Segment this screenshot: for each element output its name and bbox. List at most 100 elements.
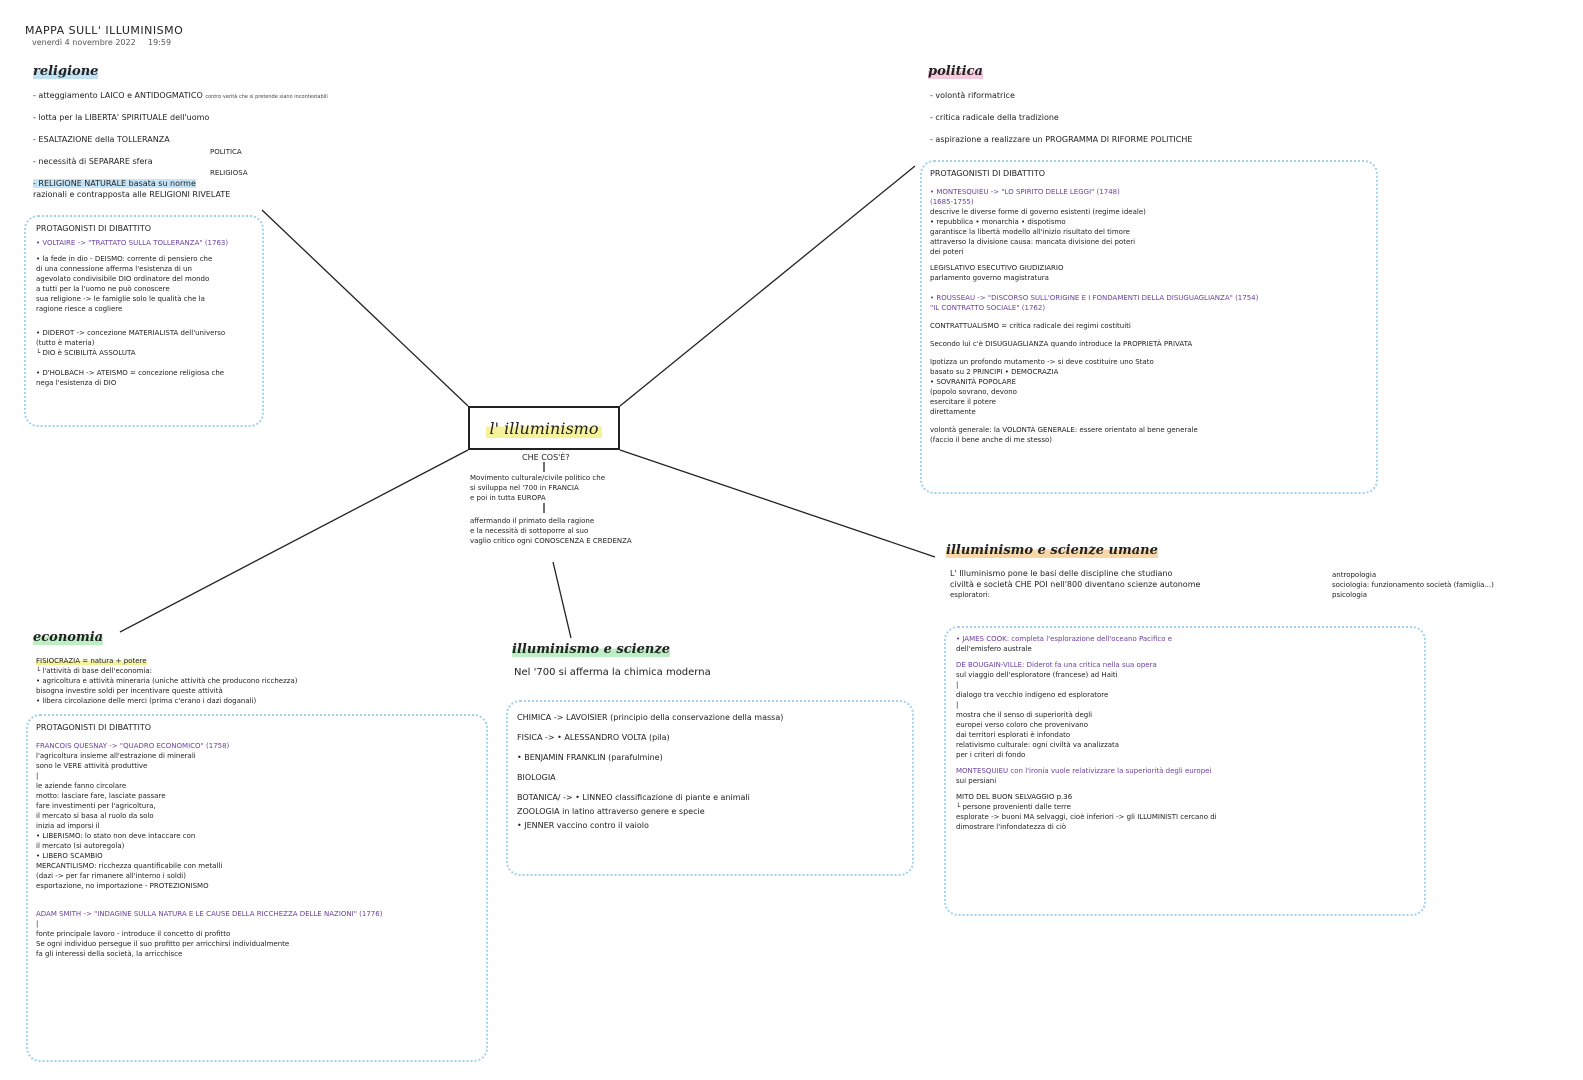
box-line: motto: lasciare fare, lasciate passare	[36, 792, 166, 800]
link-scienze	[552, 561, 572, 639]
religione-point: razionali e contrapposta alle RELIGIONI …	[33, 190, 231, 199]
box-line: esplorate -> buoni MA selvaggi, cioè inf…	[956, 813, 1217, 821]
box-line: Secondo lui c'è DISUGUAGLIANZA quando in…	[930, 340, 1193, 348]
religione-point: - atteggiamento LAICO e ANTIDOGMATICO	[33, 91, 203, 100]
umane-box-content: • JAMES COOK: completa l'esplorazione de…	[956, 634, 1217, 832]
umane-intro-line: civiltà e società CHE POI nell'800 diven…	[950, 580, 1201, 589]
sfera-politica: POLITICA	[210, 148, 242, 156]
box-line: il mercato si basa al ruolo da solo	[36, 812, 154, 820]
box-line: LEGISLATIVO ESECUTIVO GIUDIZIARIO	[930, 264, 1064, 272]
box-line: direttamente	[930, 408, 976, 416]
box-line: • VOLTAIRE -> "TRATTATO SULLA TOLLERANZA…	[36, 239, 229, 247]
box-line: inizia ad imporsi il	[36, 822, 100, 830]
politica-protagonisti-box	[920, 160, 1378, 494]
center-question: CHE COS'È?	[522, 453, 570, 462]
box-header: PROTAGONISTI DI DIBATTITO	[36, 723, 152, 732]
scienze-title-text: illuminismo e scienze	[512, 642, 670, 657]
center-aim-line: e la necessità di sottoporre al suo	[470, 527, 589, 535]
box-line: fa gli interessi della società, la arric…	[36, 950, 183, 958]
box-line: per i criteri di fondo	[956, 751, 1026, 759]
center-aim: affermando il primato della ragione e la…	[470, 516, 632, 546]
box-line: dei poteri	[930, 248, 964, 256]
umane-title-text: illuminismo e scienze umane	[946, 543, 1158, 558]
religione-point: - RELIGIONE NATURALE basata su norme	[33, 178, 328, 189]
box-line: CHIMICA -> LAVOISIER (principio della co…	[517, 713, 784, 722]
religione-point-text: - RELIGIONE NATURALE basata su norme	[33, 179, 196, 188]
dogma-note: contro verità che si pretende siano inco…	[205, 94, 328, 100]
economia-intro-line: FISIOCRAZIA = natura + potere	[36, 656, 297, 666]
economia-protagonisti-box	[26, 714, 488, 1062]
box-line: europei verso coloro che provenivano	[956, 721, 1088, 729]
economia-intro-line: • agricoltura e attività mineraria (unic…	[36, 677, 298, 685]
religione-point: - ESALTAZIONE della TOLLERANZA	[33, 135, 170, 144]
umane-disciplines: antropologia sociologia: funzionamento s…	[1332, 570, 1494, 600]
box-line: fare investimenti per l'agricoltura,	[36, 802, 156, 810]
box-line: (1685-1755)	[930, 198, 974, 206]
box-line: Se ogni individuo persegue il suo profit…	[36, 940, 290, 948]
religione-points: - atteggiamento LAICO e ANTIDOGMATICO co…	[33, 90, 328, 200]
box-line: • D'HOLBACH -> ATEISMO = concezione reli…	[36, 369, 225, 377]
box-line: mostra che il senso di superiorità degli	[956, 711, 1093, 719]
politica-points: - volontà riformatrice - critica radical…	[930, 90, 1192, 145]
page-time: 19:59	[148, 38, 172, 47]
box-line: ZOOLOGIA in latino attraverso genere e s…	[517, 807, 705, 816]
box-line: sui persiani	[956, 777, 997, 785]
page-date: venerdì 4 novembre 2022	[32, 38, 136, 47]
page-title: MAPPA SULL' ILLUMINISMO	[25, 24, 184, 37]
link-religione	[261, 209, 469, 407]
box-line: MITO DEL BUON SELVAGGIO p.36	[956, 793, 1073, 801]
discipline-item: antropologia	[1332, 571, 1377, 579]
economia-intro: FISIOCRAZIA = natura + potere └ l'attivi…	[36, 656, 297, 706]
center-aim-line: affermando il primato della ragione	[470, 517, 595, 525]
box-line: FISICA -> • ALESSANDRO VOLTA (pila)	[517, 733, 670, 742]
economia-intro-line: bisogna investire soldi per incentivare …	[36, 687, 223, 695]
box-line: • la fede in dio - DEISMO: corrente di p…	[36, 255, 213, 263]
box-line: il mercato (si autoregola)	[36, 842, 125, 850]
box-line: attraverso la divisione causa: mancata d…	[930, 238, 1136, 246]
scienze-box	[506, 700, 914, 876]
box-line: relativismo culturale: ogni civiltà va a…	[956, 741, 1120, 749]
sfera-religiosa: RELIGIOSA	[210, 169, 248, 177]
box-line: └ DIO è SCIBILITÀ ASSOLUTA	[36, 349, 136, 357]
fisiocrazia-text: FISIOCRAZIA = natura + potere	[36, 657, 147, 665]
umane-intro: L' Illuminismo pone le basi delle discip…	[950, 568, 1200, 600]
box-line: |	[956, 681, 959, 689]
box-line: BIOLOGIA	[517, 773, 556, 782]
box-line: nega l'esistenza di DIO	[36, 379, 117, 387]
politica-point: - aspirazione a realizzare un PROGRAMMA …	[930, 135, 1193, 144]
box-line: a tutti per la l'uomo ne può conoscere	[36, 285, 170, 293]
box-line: • LIBERO SCAMBIO	[36, 852, 103, 860]
umane-title: illuminismo e scienze umane	[946, 543, 1158, 558]
box-line-text: • JAMES COOK: completa l'esplorazione de…	[956, 635, 1173, 643]
religione-title-text: religione	[33, 64, 99, 79]
link-umane	[619, 449, 936, 558]
economia-intro-line: • libera circolazione delle merci (prima…	[36, 697, 257, 705]
politica-box-content: PROTAGONISTI DI DIBATTITO • MONTESQUIEU …	[930, 168, 1258, 445]
box-line: di una connessione afferma l'esistenza d…	[36, 265, 192, 273]
box-line: |	[36, 772, 39, 780]
box-line: le aziende fanno circolare	[36, 782, 127, 790]
box-line: dell'emisfero australe	[956, 645, 1032, 653]
box-line: ragione riesce a cogliere	[36, 305, 123, 313]
center-aim-line: vaglio critico ogni CONOSCENZA E CREDENZ…	[470, 537, 632, 545]
box-line: FRANCOIS QUESNAY -> "QUADRO ECONOMICO" (…	[36, 742, 230, 750]
box-line: • JENNER vaccino contro il vaiolo	[517, 821, 649, 830]
box-line: BOTANICA/ -> • LINNEO classificazione di…	[517, 793, 750, 802]
box-header: PROTAGONISTI DI DIBATTITO	[930, 169, 1046, 178]
box-line: descrive le diverse forme di governo esi…	[930, 208, 1146, 216]
box-header: PROTAGONISTI DI DIBATTITO	[36, 224, 152, 233]
box-line: agevolato condivisibile DIO ordinatore d…	[36, 275, 210, 283]
box-line: (faccio il bene anche di me stesso)	[930, 436, 1052, 444]
box-line: MERCANTILISMO: ricchezza quantificabile …	[36, 862, 223, 870]
box-line: • LIBERISMO: lo stato non deve intaccare…	[36, 832, 196, 840]
box-line: • MONTESQUIEU -> "LO SPIRITO DELLE LEGGI…	[930, 188, 1120, 196]
box-line: sono le VERE attività produttive	[36, 762, 148, 770]
economia-title: economia	[33, 630, 104, 645]
economia-title-text: economia	[33, 630, 104, 645]
politica-title: politica	[928, 64, 983, 79]
box-line: esportazione, no importazione - PROTEZIO…	[36, 882, 209, 890]
box-line: (tutto è materia)	[36, 339, 95, 347]
box-line: • DIDEROT -> concezione MATERIALISTA del…	[36, 329, 226, 337]
box-line: MONTESQUIEU con l'ironia vuole relativiz…	[956, 767, 1212, 775]
box-line: └ persone provenienti dalle terre	[956, 803, 1071, 811]
